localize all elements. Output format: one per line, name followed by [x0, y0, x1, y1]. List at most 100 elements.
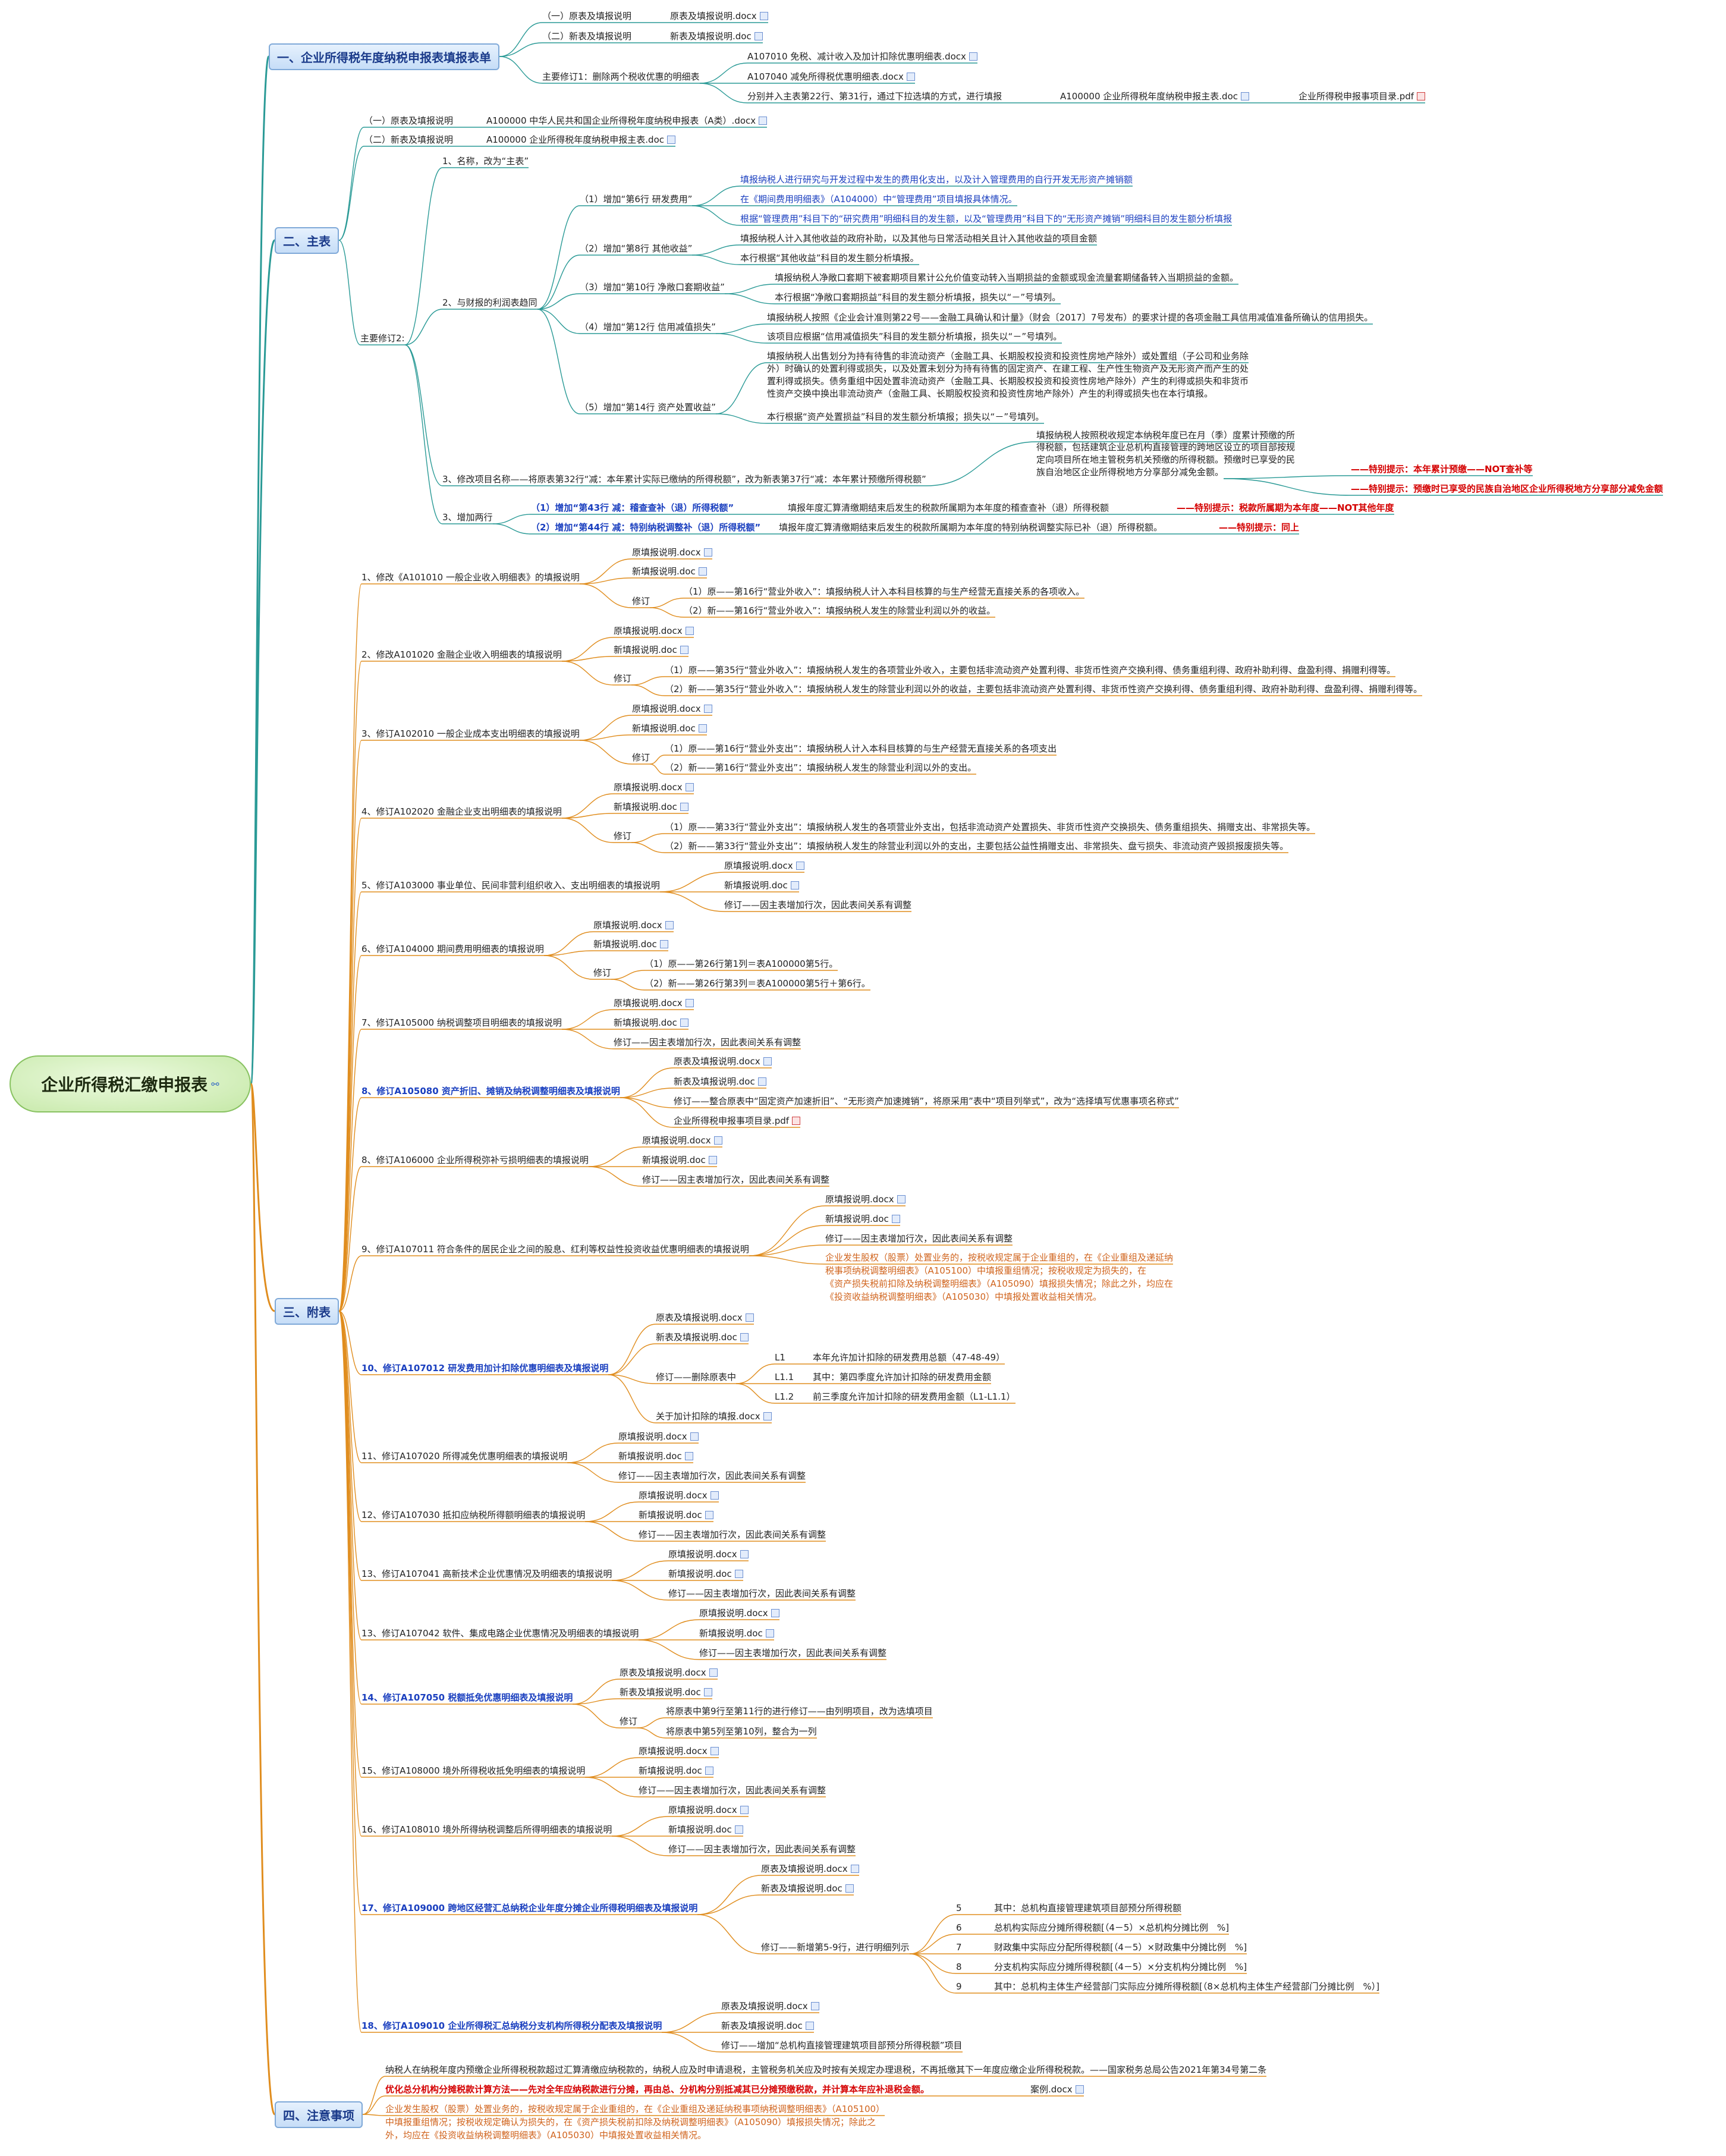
node-m17[interactable]: 本行根据“净敞口套期损益”科目的发生额分析填报，损失以“－”号填列。 — [775, 292, 1061, 303]
node-a10d1[interactable]: 企业发生股权（股票）处置业务的，按税收规定属于企业重组的，在《企业重组及递延纳 — [825, 1252, 1173, 1263]
document-attachment-icon[interactable] — [703, 548, 712, 557]
node-a12[interactable]: 11、修订A107020 所得减免优惠明细表的填报说明 — [361, 1451, 567, 1462]
node-a13a[interactable]: 原填报说明.docx — [639, 1490, 719, 1501]
node-m19[interactable]: 填报纳税人按照《企业会计准则第22号——金融工具确认和计量》（财会〔2017〕7… — [767, 312, 1373, 323]
node-z4a[interactable]: 企业发生股权（股票）处置业务的，按税收规定属于企业重组的，在《企业重组及递延纳税… — [385, 2104, 885, 2114]
node-m8[interactable]: （1）增加“第6行 研发费用” — [580, 194, 692, 205]
root-node[interactable]: 企业所得税汇缴申报表⚯ — [10, 1055, 251, 1112]
node-a15c[interactable]: 修订——因主表增加行次，因此表间关系有调整 — [699, 1648, 886, 1658]
node-a11b[interactable]: 新表及填报说明.doc — [656, 1332, 749, 1343]
node-a1a[interactable]: 原填报说明.docx — [632, 547, 712, 558]
node-a19m[interactable]: 其中：总机构主体生产经营部门实际应分摊所得税额[（8×总机构主体生产经营部门分摊… — [994, 1981, 1379, 1992]
node-m22a[interactable]: 填报纳税人出售划分为持有待售的非流动资产（金融工具、长期股权投资和投资性房地产除… — [767, 351, 1249, 362]
node-a2[interactable]: 2、修改A101020 金融企业收入明细表的填报说明 — [361, 649, 562, 660]
node-m23[interactable]: 本行根据“资产处置损益”科目的发生额分析填报；损失以“－”号填列。 — [767, 411, 1044, 422]
node-m28[interactable]: 3、增加两行 — [442, 512, 493, 523]
node-a13[interactable]: 12、修订A107030 抵扣应纳税所得额明细表的填报说明 — [361, 1510, 585, 1520]
document-attachment-icon[interactable] — [757, 1077, 766, 1086]
node-a12a[interactable]: 原填报说明.docx — [618, 1431, 699, 1442]
node-a11c[interactable]: 修订——删除原表中 — [656, 1372, 736, 1382]
node-m4[interactable]: A100000 企业所得税年度纳税申报主表.doc — [486, 134, 676, 145]
node-n2[interactable]: 原表及填报说明.docx — [670, 11, 768, 21]
document-attachment-icon[interactable] — [790, 881, 799, 890]
node-m2[interactable]: A100000 中华人民共和国企业所得税年度纳税申报表（A类）.docx — [486, 115, 768, 126]
node-m13[interactable]: 填报纳税人计入其他收益的政府补助，以及其他与日常活动相关且计入其他收益的项目金额 — [740, 233, 1097, 244]
node-a4c[interactable]: 修订 — [614, 831, 631, 841]
node-a1c[interactable]: 修订 — [632, 596, 650, 606]
node-n3[interactable]: （二）新表及填报说明 — [542, 31, 631, 42]
node-a2b[interactable]: 新填报说明.doc — [614, 645, 688, 655]
document-attachment-icon[interactable] — [734, 1570, 743, 1578]
node-a20c[interactable]: 修订——增加“总机构直接管理建筑项目部预分所得税额”项目 — [721, 2040, 963, 2051]
node-a18[interactable]: 16、修订A108010 境外所得纳税调整后所得明细表的填报说明 — [361, 1824, 612, 1835]
node-a11f[interactable]: L1.1 — [775, 1372, 794, 1382]
node-a18c[interactable]: 修订——因主表增加行次，因此表间关系有调整 — [668, 1844, 856, 1855]
node-a13c[interactable]: 修订——因主表增加行次，因此表间关系有调整 — [639, 1529, 826, 1540]
node-m26[interactable]: ——特别提示：本年累计预缴——NOT查补等 — [1351, 464, 1533, 474]
node-a17[interactable]: 15、修订A108000 境外所得税收抵免明细表的填报说明 — [361, 1765, 585, 1776]
node-m10[interactable]: 在《期间费用明细表》（A104000）中“管理费用”项目填报具体情况。 — [740, 194, 1017, 205]
document-attachment-icon[interactable] — [740, 1550, 749, 1558]
document-attachment-icon[interactable] — [1241, 92, 1250, 100]
node-m25d[interactable]: 族自治地区企业所得税地方分享部分减免金额。 — [1036, 467, 1224, 477]
node-a11[interactable]: 10、修订A107012 研发费用加计扣除优惠明细表及填报说明 — [361, 1363, 608, 1374]
document-attachment-icon[interactable] — [796, 862, 804, 870]
node-m1[interactable]: （一）原表及填报说明 — [364, 115, 453, 126]
document-attachment-icon[interactable] — [665, 921, 674, 929]
node-a2e[interactable]: （2）新——第35行“营业外收入”：填报纳税人发生的除营业利润以外的收益，主要包… — [665, 684, 1422, 694]
node-a8d[interactable]: 企业所得税申报事项目录.pdf — [674, 1115, 801, 1126]
node-m34[interactable]: ——特别提示：同上 — [1219, 522, 1299, 533]
node-n9[interactable]: A100000 企业所得税年度纳税申报主表.doc — [1060, 91, 1250, 102]
node-a19e[interactable]: 其中：总机构直接管理建筑项目部预分所得税额 — [994, 1903, 1181, 1913]
node-a19a[interactable]: 原表及填报说明.docx — [761, 1863, 859, 1874]
node-z3[interactable]: 案例.docx — [1030, 2084, 1084, 2095]
node-a10c[interactable]: 修订——因主表增加行次，因此表间关系有调整 — [825, 1233, 1013, 1244]
node-n7[interactable]: A107040 减免所得税优惠明细表.docx — [747, 71, 915, 82]
document-attachment-icon[interactable] — [850, 1865, 859, 1873]
document-attachment-icon[interactable] — [698, 567, 707, 576]
node-a9a[interactable]: 原填报说明.docx — [642, 1135, 722, 1146]
node-a3[interactable]: 3、修订A102010 一般企业成本支出明细表的填报说明 — [361, 728, 580, 739]
node-a8a[interactable]: 原表及填报说明.docx — [674, 1056, 772, 1067]
node-a15b[interactable]: 新填报说明.doc — [699, 1628, 774, 1639]
section-4[interactable]: 四、注意事项 — [275, 2101, 363, 2128]
node-m15[interactable]: （3）增加“第10行 净敞口套期收益” — [580, 282, 725, 293]
node-m12[interactable]: （2）增加“第8行 其他收益” — [580, 243, 692, 254]
node-z4c[interactable]: 外，均应在《投资收益纳税调整明细表》（A105030）中填报处置收益相关情况。 — [385, 2130, 706, 2141]
node-m5[interactable]: 主要修订2: — [360, 333, 405, 344]
node-m31[interactable]: ——特别提示：税款所属期为本年度——NOT其他年度 — [1177, 502, 1394, 513]
node-m6[interactable]: 1、名称，改为“主表” — [442, 156, 529, 166]
document-attachment-icon[interactable] — [771, 1609, 779, 1617]
node-a17a[interactable]: 原填报说明.docx — [639, 1746, 719, 1756]
document-attachment-icon[interactable] — [763, 1057, 772, 1066]
document-attachment-icon[interactable] — [740, 1333, 749, 1341]
document-attachment-icon[interactable] — [891, 1215, 900, 1223]
node-m30[interactable]: 填报年度汇算清缴期结束后发生的税款所属期为本年度的稽查查补（退）所得税额 — [788, 502, 1109, 513]
node-z2[interactable]: 优化总分机构分摊税款计算方法——先对全年应纳税款进行分摊，再由总、分机构分别抵减… — [385, 2084, 929, 2095]
document-attachment-icon[interactable] — [705, 1511, 713, 1519]
node-m14[interactable]: 本行根据“其他收益”科目的发生额分析填报。 — [740, 253, 919, 263]
node-a16c[interactable]: 修订 — [620, 1716, 637, 1727]
node-a5[interactable]: 5、修订A103000 事业单位、民间非营利组织收入、支出明细表的填报说明 — [361, 880, 660, 891]
document-attachment-icon[interactable] — [703, 705, 712, 713]
node-a11i[interactable]: 前三季度允许加计扣除的研发费用金额（L1-L1.1） — [813, 1391, 1016, 1402]
node-a4b[interactable]: 新填报说明.doc — [614, 802, 688, 812]
node-a11g[interactable]: 其中：第四季度允许加计扣除的研发费用金额 — [813, 1372, 991, 1382]
document-attachment-icon[interactable] — [680, 1019, 688, 1027]
node-m3[interactable]: （二）新表及填报说明 — [364, 134, 453, 145]
node-a7b[interactable]: 新填报说明.doc — [614, 1017, 688, 1028]
node-a6d[interactable]: （1）原——第26行第1列＝表A100000第5行。 — [645, 958, 838, 969]
document-attachment-icon[interactable] — [680, 803, 688, 811]
node-a5b[interactable]: 新填报说明.doc — [724, 880, 799, 891]
node-a18a[interactable]: 原填报说明.docx — [668, 1805, 749, 1815]
node-a16e[interactable]: 将原表中第5列至第10列，整合为一列 — [666, 1726, 817, 1737]
node-a3e[interactable]: （2）新——第16行“营业外支出”：填报纳税人发生的除营业利润以外的支出。 — [665, 762, 976, 773]
node-a3d[interactable]: （1）原——第16行“营业外支出”：填报纳税人计入本科目核算的与生产经营无直接关… — [665, 743, 1057, 754]
node-a3c[interactable]: 修订 — [632, 752, 650, 763]
node-a19[interactable]: 17、修订A109000 跨地区经营汇总纳税企业年度分摊企业所得税明细表及填报说… — [361, 1903, 697, 1913]
document-attachment-icon[interactable] — [765, 1629, 774, 1638]
node-a7c[interactable]: 修订——因主表增加行次，因此表间关系有调整 — [614, 1037, 801, 1048]
document-attachment-icon[interactable] — [667, 136, 676, 144]
node-a6a[interactable]: 原填报说明.docx — [593, 920, 674, 931]
node-n8[interactable]: 分别并入主表第22行、第31行，通过下拉选填的方式，进行填报 — [747, 91, 1002, 102]
